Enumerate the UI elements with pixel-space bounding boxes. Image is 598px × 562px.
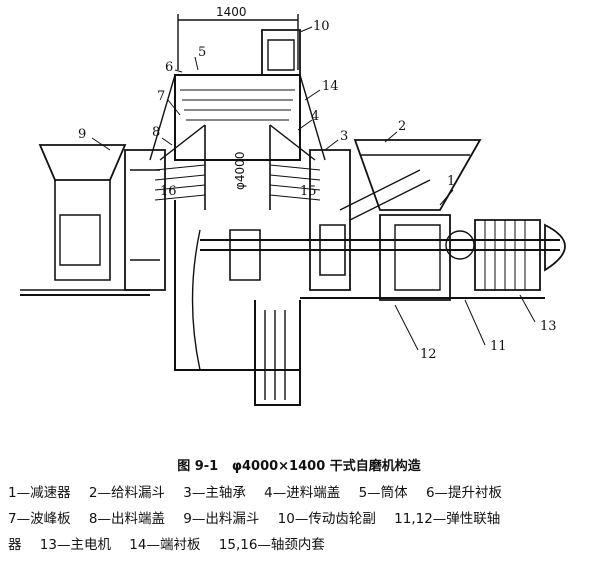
part-number-1: 1	[447, 174, 455, 189]
part-number-5: 5	[198, 45, 206, 60]
legend-item-2: 2—给料漏斗	[88, 485, 165, 501]
dimension-diameter: φ4000	[233, 152, 247, 190]
part-number-13: 13	[540, 319, 557, 334]
figure-title: φ4000×1400 干式自磨机构造	[231, 459, 421, 474]
legend-item-6: 6—提升衬板	[425, 485, 503, 501]
part-number-15: 15	[300, 184, 317, 199]
part-number-16: 16	[160, 184, 177, 199]
legend-item-13: 13—主电机	[39, 537, 111, 553]
legend-item-11-12: 11,12—弹性联轴	[394, 511, 501, 527]
part-number-9: 9	[78, 127, 86, 142]
part-number-11: 11	[490, 339, 507, 354]
figure-caption: 图 9-1 φ4000×1400 干式自磨机构造	[0, 455, 598, 474]
legend-item-5: 5—筒体	[358, 485, 408, 501]
legend-item-11-12-cont: 器	[8, 537, 22, 553]
legend-item-1: 1—减速器	[8, 485, 71, 501]
dimension-1400: 1400	[216, 5, 247, 19]
part-number-4: 4	[311, 109, 319, 124]
part-number-12: 12	[420, 347, 437, 362]
legend-item-3: 3—主轴承	[183, 485, 246, 501]
part-number-6: 6	[165, 60, 173, 75]
part-number-14: 14	[322, 79, 339, 94]
legend-item-9: 9—出料漏斗	[183, 511, 260, 527]
legend-item-15-16: 15,16—轴颈内套	[218, 537, 325, 553]
mill-structure-diagram: 1400 φ4000 1 2 3 4 5 6 7 8 9 10 11 12 13…	[20, 5, 566, 406]
part-number-8: 8	[152, 125, 160, 140]
figure-number: 图 9-1	[177, 459, 219, 474]
legend-item-4: 4—进料端盖	[264, 485, 341, 501]
legend-item-10: 10—传动齿轮副	[277, 511, 376, 527]
part-number-2: 2	[398, 119, 406, 134]
legend-item-7: 7—波峰板	[8, 511, 71, 527]
legend-item-8: 8—出料端盖	[88, 511, 165, 527]
part-number-3: 3	[340, 129, 348, 144]
parts-legend: 1—减速器 2—给料漏斗 3—主轴承 4—进料端盖 5—筒体 6—提升衬板 7—…	[8, 480, 594, 558]
part-number-10: 10	[313, 19, 330, 34]
part-number-7: 7	[157, 89, 165, 104]
legend-item-14: 14—端衬板	[129, 537, 201, 553]
